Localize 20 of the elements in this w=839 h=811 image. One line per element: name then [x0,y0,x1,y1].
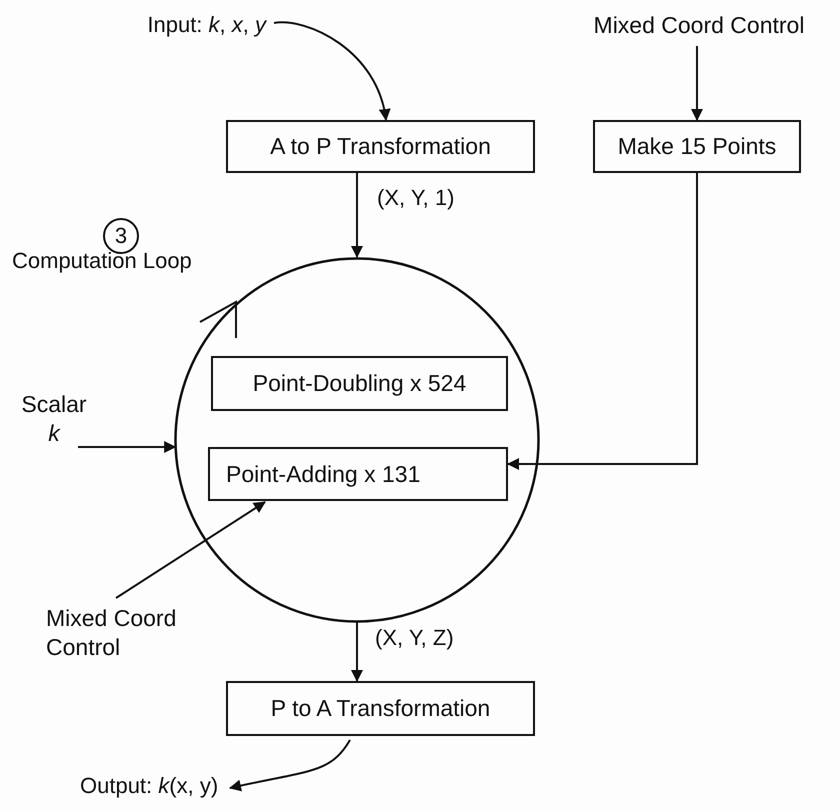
arrow [507,173,698,470]
arrow [115,501,266,599]
process-box: Point-Adding x 131 [208,447,508,501]
edge-label: (X, Y, Z) [375,625,454,651]
arrow [229,739,351,792]
edge-label: (X, Y, 1) [377,185,454,211]
text-label: Mixed Coord Control [562,8,836,42]
text-label: Input: k, x, y [120,8,266,42]
arrow [351,621,363,682]
arrow [691,46,703,121]
arrow [274,21,390,121]
arrow [78,441,176,453]
arrow [351,173,363,258]
process-box: P to A Transformation [226,681,535,736]
text-label: Mixed Coord Control [46,604,226,662]
process-box: Point-Doubling x 524 [211,356,508,411]
text-label: Output: k(x, y) [80,770,230,802]
text-label: Scalar k [14,388,94,450]
process-box: A to P Transformation [226,120,535,173]
process-box: Make 15 Points [593,120,801,173]
